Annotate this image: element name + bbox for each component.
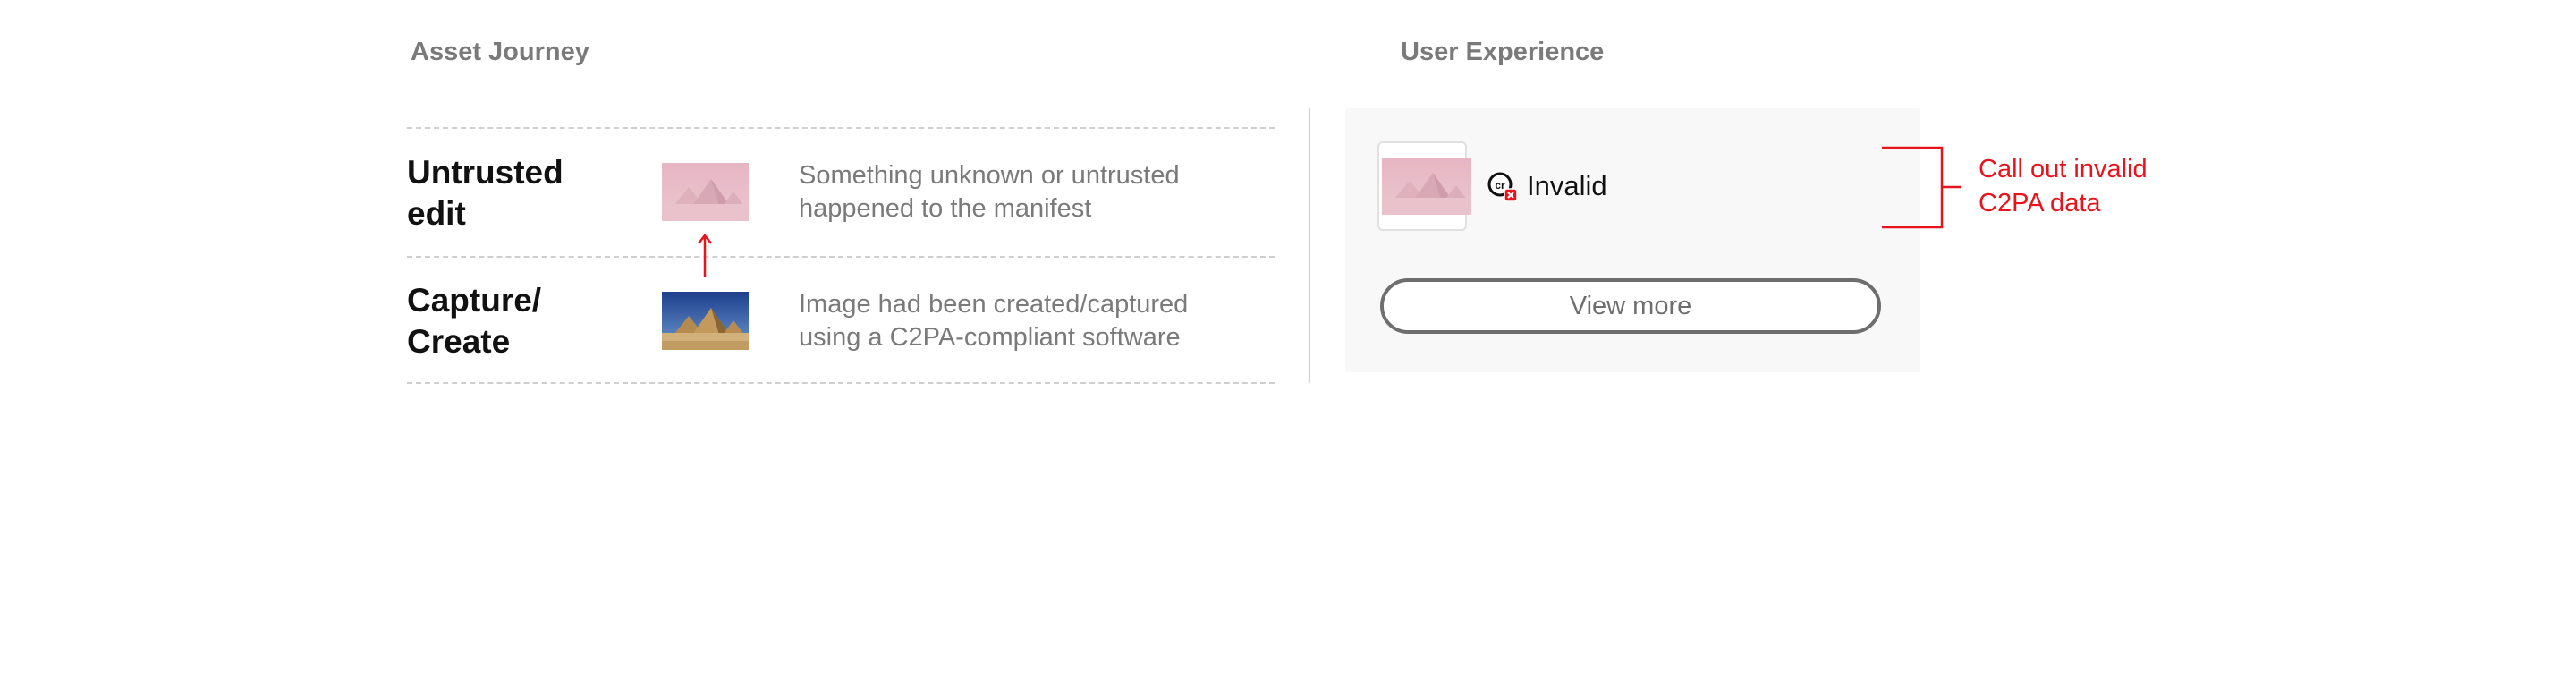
row-description-untrusted-edit: Something unknown or untrusted happened … [799,159,1264,226]
callout-line: Call out invalid [1979,155,2148,183]
asset-journey-title: Asset Journey [411,38,589,66]
row-label-untrusted-edit: Untrusted edit [407,152,622,234]
row-description-line: Image had been created/captured [799,290,1189,319]
row-description-line: happened to the manifest [799,194,1092,223]
row-separator [407,256,1275,258]
row-label-line: Untrusted [407,154,564,191]
callout-line: C2PA data [1979,189,2101,217]
row-description-line: Something unknown or untrusted [799,161,1180,190]
row-label-line: Capture/ [407,282,542,319]
row-separator [407,382,1275,384]
user-experience-title: User Experience [1401,38,1605,66]
row-label-line: Create [407,323,511,360]
view-more-button[interactable]: View more [1380,278,1881,334]
content-credentials-invalid-icon[interactable]: cr [1487,171,1519,203]
callout-text: Call out invalid C2PA data [1979,152,2148,220]
arrow-up-icon [698,233,712,277]
section-divider [1309,108,1310,383]
callout-bracket [1882,146,1961,229]
row-description-line: using a C2PA-compliant software [799,323,1181,352]
row-description-capture-create: Image had been created/captured using a … [799,288,1264,354]
row-label-capture-create: Capture/ Create [407,280,622,362]
status-label: Invalid [1527,170,1607,201]
row-separator [407,127,1275,129]
svg-text:cr: cr [1495,179,1505,192]
row-label-line: edit [407,195,466,232]
manifest-thumbnail[interactable] [1382,158,1471,215]
capture-create-thumbnail [662,292,749,350]
untrusted-edit-thumbnail [662,163,749,221]
